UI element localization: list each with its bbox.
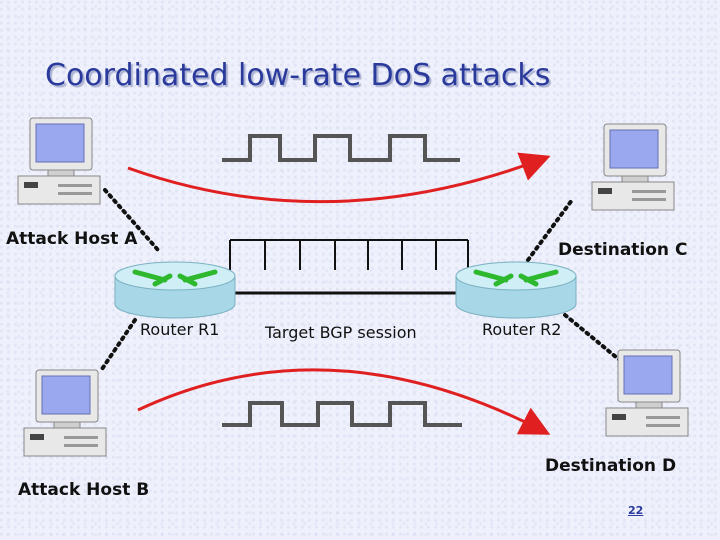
attack-flow-top-arrow bbox=[127, 152, 551, 204]
destination-c-label: Destination C bbox=[558, 240, 688, 260]
target-bgp-session-label: Target BGP session bbox=[265, 323, 417, 342]
attack-host-a-label: Attack Host A bbox=[6, 229, 138, 249]
slide-title: Coordinated low-rate DoS attacks bbox=[45, 58, 551, 93]
attack-flow-bottom-arrow bbox=[137, 368, 551, 435]
router-r2-label: Router R2 bbox=[482, 320, 562, 339]
attack-host-a-computer-icon bbox=[17, 117, 101, 205]
router-r2-icon bbox=[456, 262, 576, 318]
target-bgp-session-link bbox=[229, 239, 469, 295]
link-r2-dest-d bbox=[563, 313, 624, 364]
pulse-wave-top bbox=[222, 134, 460, 162]
pulse-wave-bottom bbox=[222, 401, 462, 427]
attack-host-b-label: Attack Host B bbox=[18, 480, 150, 500]
destination-d-label: Destination D bbox=[545, 456, 677, 476]
router-r1-icon bbox=[115, 262, 235, 318]
destination-c-computer-icon bbox=[591, 123, 675, 211]
link-r2-dest-c bbox=[526, 198, 574, 262]
router-r1-label: Router R1 bbox=[140, 320, 220, 339]
attack-host-b-computer-icon bbox=[23, 369, 107, 457]
destination-d-computer-icon bbox=[605, 349, 689, 437]
link-r1-host-b bbox=[98, 318, 137, 374]
page-number: 22 bbox=[628, 504, 644, 517]
link-host-a-r1 bbox=[103, 188, 160, 252]
